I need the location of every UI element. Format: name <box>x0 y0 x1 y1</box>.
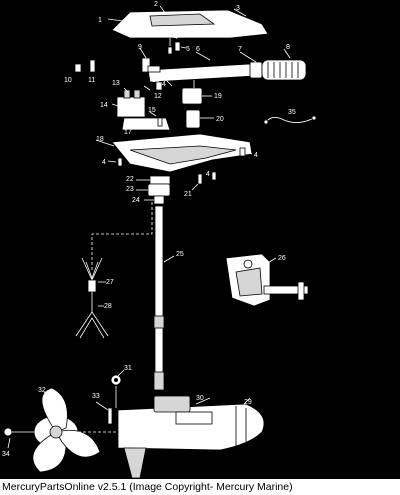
callout-12b: 12 <box>154 93 162 100</box>
callout-21: 21 <box>184 191 192 198</box>
callout-2: 2 <box>154 1 158 8</box>
callout-24: 24 <box>132 197 140 204</box>
callout-31: 31 <box>124 365 132 372</box>
callout-7: 7 <box>238 46 242 53</box>
callout-30: 30 <box>196 395 204 402</box>
callout-11: 11 <box>88 77 95 84</box>
top-cover <box>111 9 269 39</box>
tiller-handle <box>147 59 307 83</box>
callout-12a: 12 <box>152 77 160 84</box>
callout-16: 16 <box>126 121 134 128</box>
callout-14: 14 <box>100 102 108 109</box>
mounting-bracket <box>225 253 309 307</box>
callout-15: 15 <box>148 107 156 114</box>
callout-4: 4 <box>174 34 178 41</box>
exploded-parts-diagram: 1 2 3 4 5 6 7 8 9 10 11 12 4 12 13 14 15… <box>2 1 317 478</box>
callout-10: 10 <box>64 77 72 84</box>
image-copyright-caption: MercuryPartsOnline v2.5.1 (Image Copyrig… <box>0 479 400 495</box>
callout-1: 1 <box>98 17 102 24</box>
callout-4c: 4 <box>102 159 106 166</box>
callout-9: 9 <box>138 44 142 51</box>
callout-25: 25 <box>176 251 184 258</box>
callout-18: 18 <box>96 136 104 143</box>
head-housing-base <box>111 133 253 173</box>
callout-20: 20 <box>216 116 224 123</box>
callout-32: 32 <box>38 387 46 394</box>
callout-8: 8 <box>286 44 290 51</box>
callout-29: 29 <box>244 399 252 406</box>
callout-3: 3 <box>236 5 240 12</box>
lower-unit-motor <box>117 395 265 478</box>
callout-34: 34 <box>2 451 10 458</box>
callout-35: 35 <box>288 109 296 116</box>
callout-19: 19 <box>214 93 222 100</box>
callout-22: 22 <box>126 176 134 183</box>
callout-labels: 1 2 3 4 5 6 7 8 9 10 11 12 4 12 13 14 15… <box>2 1 296 458</box>
callout-23: 23 <box>126 186 134 193</box>
callout-28: 28 <box>104 303 112 310</box>
motor-shaft <box>153 205 165 391</box>
callout-6: 6 <box>196 46 200 53</box>
callout-4e: 4 <box>206 171 210 178</box>
callout-4b: 4 <box>162 81 166 88</box>
callout-4d: 4 <box>254 152 258 159</box>
control-board-assembly <box>116 81 171 131</box>
callout-17: 17 <box>124 129 132 136</box>
callout-27: 27 <box>106 279 114 286</box>
callout-33: 33 <box>92 393 100 400</box>
propeller <box>32 387 101 473</box>
callout-26: 26 <box>278 255 286 262</box>
callout-13: 13 <box>112 80 120 87</box>
battery-clip-leads <box>75 257 109 339</box>
callout-5: 5 <box>186 46 190 53</box>
